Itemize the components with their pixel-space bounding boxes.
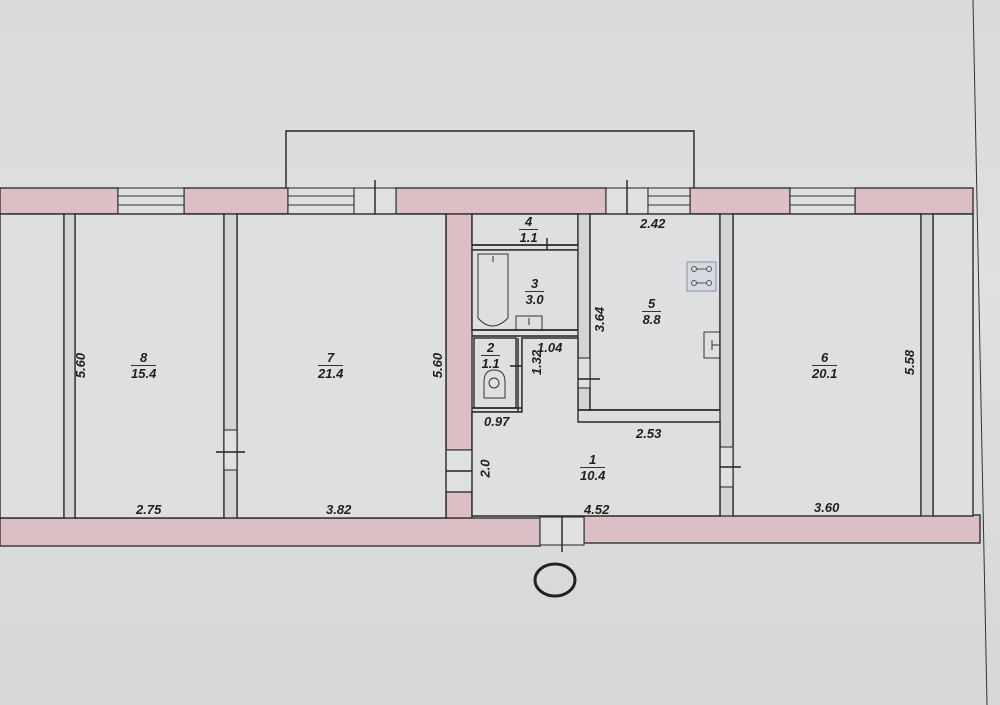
dimension-label: 5.60 — [430, 352, 446, 379]
bearing-wall — [445, 491, 473, 519]
room-right-edge — [932, 213, 974, 517]
dimension-label: 2.0 — [477, 459, 493, 478]
window-room8 — [117, 187, 185, 215]
exterior-wall-bottom — [0, 517, 541, 547]
dimension-label: 3.60 — [814, 500, 840, 515]
exterior-wall-top — [689, 187, 791, 215]
partition — [63, 213, 76, 519]
dimension-label: 0.97 — [484, 414, 510, 429]
room-8 — [74, 213, 225, 519]
dimension-label: 1.04 — [537, 340, 563, 355]
room-1 — [471, 337, 721, 517]
window-room6 — [789, 187, 856, 215]
window-kitchen — [647, 187, 691, 215]
exterior-wall-bottom — [583, 514, 981, 544]
stove-icon — [686, 261, 717, 292]
exterior-wall-top — [183, 187, 289, 215]
partition — [920, 213, 934, 517]
balcony-outline — [285, 130, 695, 188]
dimension-label: 5.60 — [73, 352, 89, 379]
window-room7 — [287, 187, 355, 215]
dimension-label: 4.52 — [584, 502, 610, 517]
entrance-door[interactable] — [539, 510, 585, 552]
room-7 — [236, 213, 447, 519]
dimension-label: 2.53 — [636, 426, 662, 441]
partition — [223, 213, 238, 519]
room-left-edge — [0, 213, 65, 519]
room-5 — [589, 213, 721, 411]
dimension-label: 5.58 — [902, 349, 918, 376]
dimension-label: 2.42 — [640, 216, 666, 231]
bearing-wall — [445, 213, 473, 451]
exterior-wall-top — [0, 187, 119, 215]
toilet-icon — [483, 369, 506, 399]
door-kitchen[interactable] — [577, 357, 591, 389]
exterior-wall-top — [395, 187, 607, 215]
dimension-label: 3.64 — [592, 306, 608, 333]
dimension-label: 2.75 — [136, 502, 162, 517]
bathtub-icon — [477, 253, 509, 327]
door-room8[interactable] — [223, 429, 238, 471]
page-edge-line — [972, 0, 988, 705]
compass-icon — [533, 562, 577, 598]
dimension-label: 3.82 — [326, 502, 352, 517]
partition — [719, 213, 734, 517]
exterior-wall-top — [854, 187, 974, 215]
